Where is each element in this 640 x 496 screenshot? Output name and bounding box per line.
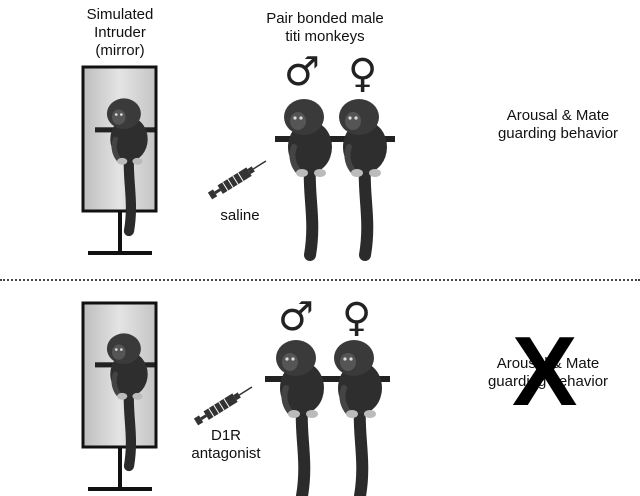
drug-label-d1r: D1R antagonist (191, 427, 261, 462)
female-symbol: ♀ (348, 51, 378, 97)
female-symbol: ♀ (342, 295, 372, 341)
mirror-label: Simulated Intruder (mirror) (86, 6, 154, 59)
mirror-bottom (81, 301, 158, 491)
syringe-top (206, 156, 270, 201)
monkey-pair-bottom (265, 340, 390, 496)
outcome-label: Arousal & Mate guarding behavior (497, 107, 619, 142)
female-monkey (334, 340, 382, 496)
male-monkey (276, 340, 324, 496)
panel-divider (0, 279, 640, 281)
male-symbol: ♂ (284, 49, 320, 95)
syringe-bottom (192, 382, 256, 427)
mirror-top (81, 65, 158, 255)
male-monkey (284, 99, 332, 255)
female-monkey (339, 99, 387, 255)
drug-label-saline: saline (220, 207, 260, 224)
blocked-x-mark: X (512, 316, 578, 426)
outcome-label-blocked: Arousal & Mate guarding behavior (487, 355, 609, 390)
male-symbol: ♂ (278, 294, 314, 340)
pair-label: Pair bonded male titi monkeys (266, 10, 384, 45)
monkey-pair-top (275, 99, 395, 255)
